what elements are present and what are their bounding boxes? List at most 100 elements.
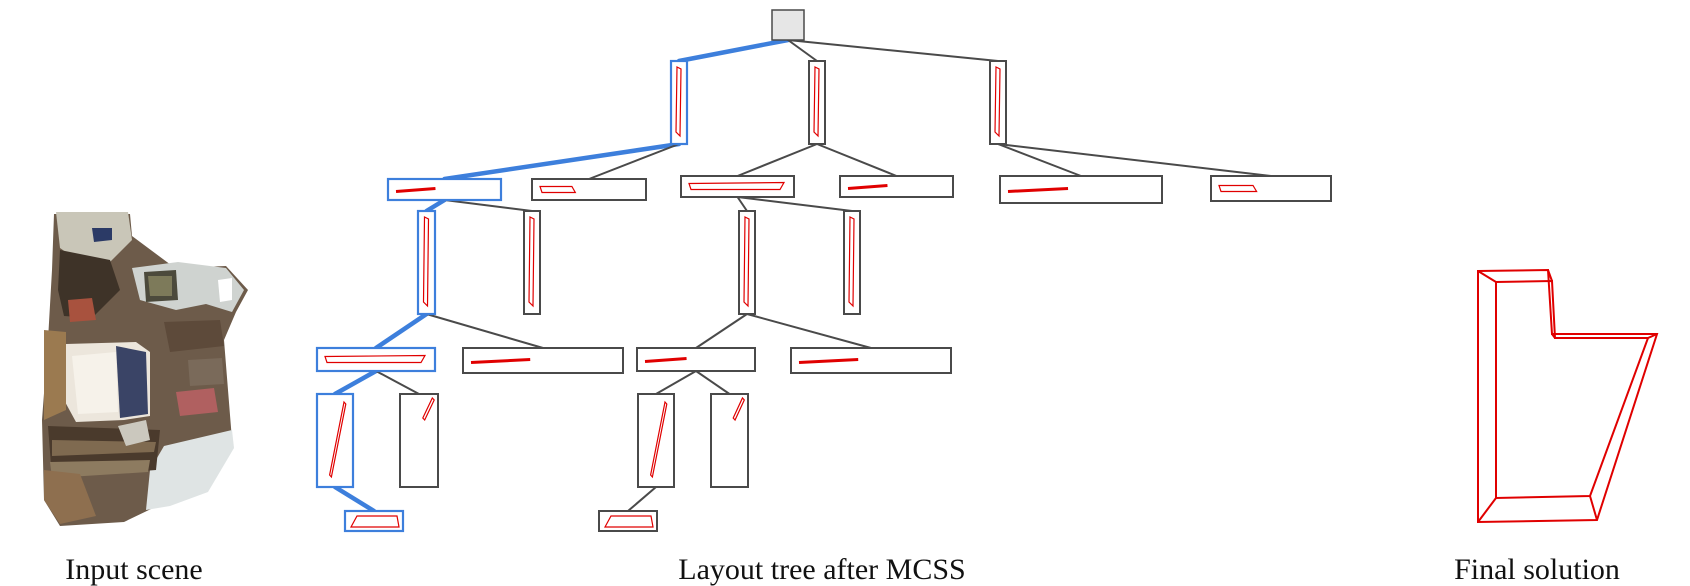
tree-node-n1 xyxy=(669,59,689,146)
wall-segment-glyph xyxy=(422,216,430,308)
tree-node-n8 xyxy=(999,175,1163,204)
tree-node-n18 xyxy=(315,392,355,489)
wall-segment-glyph xyxy=(539,185,577,194)
tree-node-n12 xyxy=(738,210,756,315)
caption-layout-tree: Layout tree after MCSS xyxy=(678,553,965,586)
tree-edge-n20-n23 xyxy=(627,486,657,512)
wall-segment-glyph xyxy=(1218,184,1258,193)
wall-segment-glyph xyxy=(603,515,654,528)
tree-node-n4 xyxy=(386,177,503,202)
wall-segment-glyph xyxy=(743,216,750,308)
tree-node-n23 xyxy=(598,510,658,532)
node-box xyxy=(636,347,756,372)
tree-edge-root-n2 xyxy=(787,39,818,62)
node-box xyxy=(808,60,826,145)
tree-node-n21 xyxy=(710,393,749,488)
wall-segment-glyph xyxy=(675,66,682,138)
node-box xyxy=(710,393,749,488)
tree-nodes xyxy=(315,9,1332,533)
wall-segment-glyph xyxy=(422,396,435,422)
wall-segment-glyph xyxy=(732,396,746,422)
tree-edge-root-n3 xyxy=(787,39,999,62)
tree-node-n14 xyxy=(315,346,437,373)
node-box xyxy=(1210,175,1332,202)
node-box xyxy=(839,175,954,198)
tree-node-n19 xyxy=(399,393,439,488)
tree-edges xyxy=(332,37,1272,514)
caption-final-solution: Final solution xyxy=(1454,553,1620,586)
tree-node-n15 xyxy=(462,347,624,374)
root-node-box xyxy=(771,9,805,41)
tree-node-n11 xyxy=(523,210,541,315)
final-solution-wireframe xyxy=(1477,268,1659,524)
tree-edge-n1-n5 xyxy=(588,143,680,180)
wall-segment-glyph xyxy=(324,354,427,364)
tree-node-n17 xyxy=(790,347,952,374)
selected-node-box xyxy=(315,346,437,373)
tree-node-n9 xyxy=(1210,175,1332,202)
tree-node-n2 xyxy=(808,60,826,145)
wall-segment-glyph xyxy=(994,66,1001,138)
tree-node-n6 xyxy=(680,175,795,198)
tree-node-n20 xyxy=(637,393,675,488)
highlighted-edge-n18-n22 xyxy=(332,484,377,514)
wall-segment-glyph xyxy=(1007,187,1069,193)
node-box xyxy=(637,393,675,488)
tree-edge-n2-n7 xyxy=(816,143,898,177)
tree-edge-n14-n19 xyxy=(375,370,420,395)
final-outer-outline xyxy=(1477,268,1659,524)
tree-node-n5 xyxy=(531,178,647,201)
tree-edge-n16-n21 xyxy=(695,370,731,395)
final-connectors xyxy=(1477,269,1658,523)
selected-node-box xyxy=(315,392,355,489)
tree-edge-n12-n16 xyxy=(695,313,748,349)
tree-node-n16 xyxy=(636,347,756,372)
highlighted-edge-root-n1 xyxy=(676,37,791,64)
tree-node-n7 xyxy=(839,175,954,198)
tree-edge-n12-n17 xyxy=(746,313,872,349)
tree-edge-n2-n6 xyxy=(736,143,818,177)
wall-segment-glyph xyxy=(848,216,855,308)
wall-segment-glyph xyxy=(847,184,888,190)
caption-input-scene: Input scene xyxy=(65,553,202,586)
tree-node-root xyxy=(771,9,805,41)
wall-segment-glyph xyxy=(644,357,687,363)
wall-segment-glyph xyxy=(688,181,786,191)
tree-node-n3 xyxy=(989,60,1007,145)
selected-node-box xyxy=(669,59,689,146)
tree-edge-n10-n15 xyxy=(425,313,544,349)
highlighted-edge-n1-n4 xyxy=(442,141,682,182)
node-box xyxy=(843,210,861,315)
tree-edge-n6-n13 xyxy=(736,196,853,212)
tree-edge-n4-n11 xyxy=(443,199,533,212)
final-inner-outline xyxy=(1495,279,1650,500)
wall-segment-glyph xyxy=(349,515,400,528)
input-scene-image xyxy=(42,212,248,526)
selected-node-box xyxy=(416,209,437,316)
node-box xyxy=(738,210,756,315)
wall-segment-glyph xyxy=(470,358,531,364)
node-box xyxy=(989,60,1007,145)
wall-segment-glyph xyxy=(649,400,668,479)
tree-node-n22 xyxy=(343,509,405,533)
wall-segment-glyph xyxy=(813,66,820,138)
highlighted-edge-n4-n10 xyxy=(424,197,447,214)
tree-edge-n16-n20 xyxy=(655,370,697,395)
wall-segment-glyph xyxy=(528,216,535,308)
wall-segment-glyph xyxy=(328,400,347,479)
highlighted-edge-n14-n18 xyxy=(332,368,379,397)
tree-node-n13 xyxy=(843,210,861,315)
wall-segment-glyph xyxy=(395,187,436,193)
node-box xyxy=(531,178,647,201)
tree-edge-n6-n12 xyxy=(736,196,748,212)
node-box xyxy=(399,393,439,488)
highlighted-edge-n10-n14 xyxy=(373,311,429,351)
tree-edge-n3-n9 xyxy=(997,143,1272,177)
wall-segment-glyph xyxy=(798,358,859,364)
node-box xyxy=(680,175,795,198)
node-box xyxy=(523,210,541,315)
selected-node-box xyxy=(386,177,503,202)
tree-edge-n3-n8 xyxy=(997,143,1082,177)
tree-node-n10 xyxy=(416,209,437,316)
